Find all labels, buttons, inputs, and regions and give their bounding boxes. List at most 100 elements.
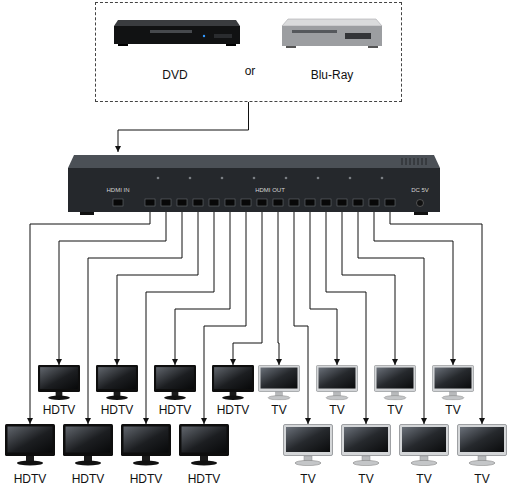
display-unit: HDTV [210, 365, 256, 417]
vent-slot [409, 158, 410, 165]
dc-jack [417, 200, 424, 207]
vent-slot [425, 158, 426, 165]
dvd-foot [226, 44, 236, 46]
display-unit: HDTV [61, 424, 115, 486]
hdmi-cable [326, 212, 366, 424]
hdmi-out-port [225, 199, 235, 206]
display-label: TV [256, 403, 302, 417]
bluray-player-top [282, 19, 382, 26]
hdmi-cable [278, 212, 279, 365]
port-label: HDMI IN [107, 187, 130, 194]
status-led [317, 177, 320, 180]
tv-monitor [400, 425, 449, 466]
bluray-player-front [282, 26, 382, 46]
splitter-foot [414, 212, 428, 215]
vent-slot [413, 158, 414, 165]
status-led [349, 177, 352, 180]
display-unit: HDTV [119, 424, 173, 486]
display-label: HDTV [36, 403, 82, 417]
hdmi-out-ports [145, 199, 395, 206]
hdmi-out-port [369, 199, 379, 206]
hdmi-cable [358, 212, 424, 424]
tv-monitor [258, 365, 299, 400]
display-unit: TV [256, 365, 302, 417]
bluray-foot [368, 46, 378, 48]
hdmi-cable [59, 212, 166, 365]
tv-monitor [432, 365, 473, 400]
hdmi-out-port [273, 199, 283, 206]
splitter-front [68, 168, 440, 212]
dvd-led [203, 35, 205, 37]
hdtv-monitor [154, 365, 196, 400]
display-unit: TV [372, 365, 418, 417]
port-label: DC 5V [411, 187, 429, 194]
dvd-foot [118, 44, 128, 46]
display-label: HDTV [119, 472, 173, 486]
hdmi-out-port [241, 199, 251, 206]
display-unit: HDTV [3, 424, 57, 486]
display-unit: HDTV [36, 365, 82, 417]
hdmi-cable [118, 102, 249, 152]
bluray-foot [286, 46, 296, 48]
vent-slot [421, 158, 422, 165]
hdmi-cable [30, 212, 150, 424]
hdmi-out-port [145, 199, 155, 206]
display-unit: TV [455, 424, 509, 486]
vent-slot [417, 158, 418, 165]
hdmi-out-port [193, 199, 203, 206]
tv-monitor [374, 365, 415, 400]
hdtv-monitor [121, 424, 171, 466]
display-unit: HDTV [177, 424, 231, 486]
player-device: Blu-Ray [280, 12, 384, 82]
display-unit: TV [281, 424, 335, 486]
display-label: HDTV [177, 472, 231, 486]
hdmi-out-port [257, 199, 267, 206]
display-label: HDTV [3, 472, 57, 486]
display-label: TV [455, 472, 509, 486]
vent-slot [401, 158, 402, 165]
status-led [221, 177, 224, 180]
display-unit: TV [314, 365, 360, 417]
hdmi-cable [342, 212, 395, 365]
hdmi-out-port [177, 199, 187, 206]
hdmi-out-port [321, 199, 331, 206]
splitter-vent [402, 158, 426, 165]
player-device: DVD [112, 12, 238, 82]
display-label: HDTV [210, 403, 256, 417]
bluray-display [345, 33, 371, 39]
display-label: HDTV [61, 472, 115, 486]
dvd-player-top [114, 20, 240, 26]
status-led [157, 177, 160, 180]
tv-monitor [458, 425, 507, 466]
hdmi-out-port [353, 199, 363, 206]
display-label: HDTV [152, 403, 198, 417]
bluray-tray-slot [292, 30, 337, 33]
hdmi-cable [175, 212, 230, 365]
tv-monitor [342, 425, 391, 466]
dvd-tray-slot [150, 30, 192, 33]
hdmi-splitter: HDMI INHDMI OUTDC 5V [68, 152, 440, 212]
hdmi-out-port [161, 199, 171, 206]
hdtv-monitor [38, 365, 80, 400]
display-label: TV [397, 472, 451, 486]
hdmi-cable [88, 212, 182, 424]
display-label: HDTV [94, 403, 140, 417]
hdmi-out-port [289, 199, 299, 206]
hdtv-monitor [179, 424, 229, 466]
conjunction-text: or [245, 64, 256, 78]
hdtv-monitor [63, 424, 113, 466]
hdtv-monitor [212, 365, 254, 400]
dvd-player-front [114, 26, 240, 44]
hdmi-cable [374, 212, 453, 365]
source-group: or DVD Blu-Ray [95, 2, 402, 102]
status-led [381, 177, 384, 180]
display-label: TV [372, 403, 418, 417]
display-unit: TV [339, 424, 393, 486]
status-led [189, 177, 192, 180]
splitter-leds [157, 177, 384, 180]
hdmi-out-port [385, 199, 395, 206]
